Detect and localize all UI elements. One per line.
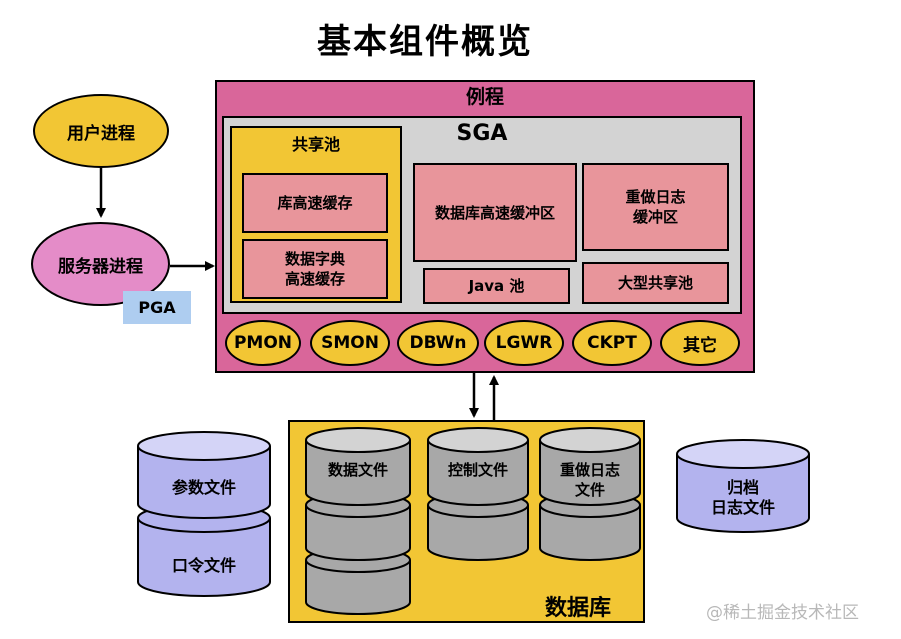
- instance-label: 例程: [465, 86, 504, 108]
- watermark: @稀土掘金技术社区: [706, 603, 859, 623]
- sga-label: SGA: [456, 121, 508, 146]
- redo-files-label: 重做日志 文件: [540, 460, 640, 500]
- param-file-label: 参数文件: [171, 478, 236, 497]
- password-file-label: 口令文件: [171, 556, 236, 575]
- process-lgwr: LGWR: [484, 320, 564, 366]
- control-files-label: 控制文件: [447, 461, 508, 479]
- process-dbwn: DBWn: [397, 320, 479, 366]
- process-pmon-label: PMON: [233, 333, 293, 353]
- library-cache-label: 库高速缓存: [277, 194, 353, 212]
- archive-log-line1: 归档: [726, 478, 759, 497]
- archive-log-cylinder: [676, 439, 810, 533]
- db-buffer-cache-label: 数据库高速缓冲区: [434, 203, 555, 222]
- redo-files-cylinder: [539, 427, 641, 561]
- pga-label: PGA: [138, 298, 176, 317]
- process-other-label: 其它: [683, 335, 717, 356]
- library-cache-box: 库高速缓存: [242, 173, 388, 233]
- data-files-label: 数据文件: [327, 461, 388, 479]
- redo-log-buffer-line2: 缓冲区: [632, 208, 678, 226]
- dictionary-cache-line2: 高速缓存: [284, 270, 345, 288]
- large-pool-label: 大型共享池: [617, 274, 693, 292]
- process-dbwn-label: DBWn: [409, 333, 467, 353]
- diagram-title: 基本组件概览: [317, 22, 533, 62]
- archive-log-label: 归档 日志文件: [677, 478, 809, 518]
- process-smon-label: SMON: [321, 333, 379, 353]
- pga-box: PGA: [123, 291, 191, 324]
- redo-log-buffer-line1: 重做日志: [625, 188, 686, 206]
- redo-files-line1: 重做日志: [559, 461, 620, 479]
- java-pool-label: Java 池: [468, 277, 525, 295]
- process-smon: SMON: [310, 320, 390, 366]
- large-pool-box: 大型共享池: [582, 262, 729, 304]
- param-password-cylinder: [137, 431, 271, 597]
- user-process-label: 用户进程: [67, 123, 135, 144]
- archive-log-line2: 日志文件: [710, 498, 775, 517]
- data-files-cylinder: [305, 427, 411, 615]
- server-process-label: 服务器进程: [58, 256, 143, 277]
- control-files-cylinder: [427, 427, 529, 561]
- shared-pool-label: 共享池: [291, 135, 340, 154]
- dictionary-cache-line1: 数据字典: [284, 250, 345, 268]
- dictionary-cache-box: 数据字典 高速缓存: [242, 239, 388, 299]
- process-pmon: PMON: [225, 320, 301, 366]
- db-buffer-cache-box: 数据库高速缓冲区: [413, 163, 577, 262]
- process-ckpt-label: CKPT: [587, 333, 637, 353]
- server-process-oval: 服务器进程: [31, 222, 170, 306]
- process-ckpt: CKPT: [572, 320, 652, 366]
- java-pool-box: Java 池: [423, 268, 570, 304]
- user-process-oval: 用户进程: [33, 94, 169, 168]
- process-lgwr-label: LGWR: [495, 333, 553, 353]
- process-other: 其它: [660, 320, 740, 366]
- redo-files-line2: 文件: [574, 481, 605, 499]
- database-label: 数据库: [545, 596, 612, 621]
- redo-log-buffer-box: 重做日志 缓冲区: [582, 163, 729, 251]
